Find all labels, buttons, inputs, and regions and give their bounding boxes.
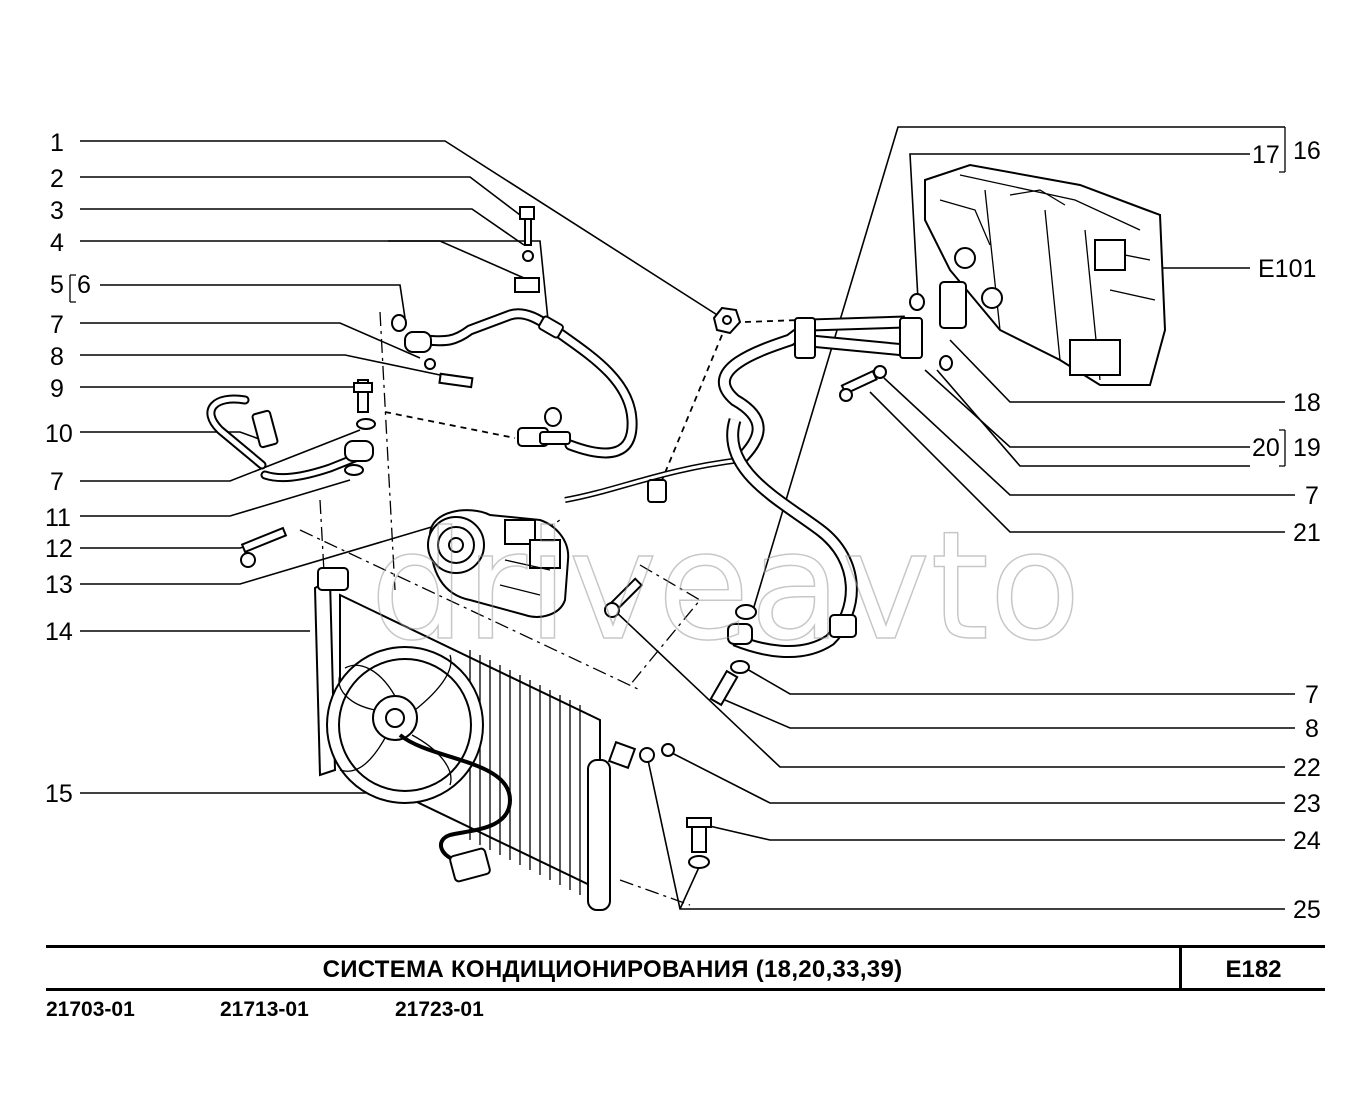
leader-lines [80, 126, 1295, 910]
model-code-3: 21723-01 [395, 998, 484, 1021]
callout-12: 12 [45, 535, 73, 563]
right-hose-assembly [604, 293, 953, 707]
right-callouts: 17 16 E101 18 20 19 7 21 7 8 22 23 24 25 [1252, 137, 1321, 924]
callout-21: 21 [1293, 519, 1321, 547]
evaporator-unit [924, 163, 1167, 386]
page-title: СИСТЕМА КОНДИЦИОНИРОВАНИЯ (18,20,33,39) [322, 956, 903, 983]
bracket-17-16 [1279, 127, 1286, 173]
callout-13: 13 [45, 571, 73, 599]
title-divider [1179, 948, 1182, 988]
model-code-2: 21713-01 [220, 998, 309, 1021]
callout-16: 16 [1293, 137, 1321, 165]
callout-7c: 7 [1305, 482, 1319, 510]
callout-1: 1 [50, 129, 64, 157]
fan-blades [338, 654, 452, 786]
left-callouts: 1 2 3 4 5 6 7 8 9 10 7 11 12 13 14 15 [45, 129, 91, 808]
callout-9: 9 [50, 375, 64, 403]
callout-18: 18 [1293, 389, 1321, 417]
callout-7d: 7 [1305, 681, 1319, 709]
bracket-20-19 [1279, 429, 1286, 467]
callout-5: 5 [50, 271, 64, 299]
callout-11: 11 [45, 504, 71, 532]
callout-14: 14 [45, 618, 73, 646]
title-block: СИСТЕМА КОНДИЦИОНИРОВАНИЯ (18,20,33,39) … [46, 945, 1325, 991]
callout-6: 6 [77, 271, 91, 299]
condenser-with-fan [313, 567, 712, 911]
callout-24: 24 [1293, 827, 1321, 855]
callout-8b: 8 [1305, 715, 1319, 743]
model-code-1: 21703-01 [46, 998, 135, 1021]
callout-2: 2 [50, 165, 64, 193]
callout-17: 17 [1252, 141, 1280, 169]
callout-7b: 7 [50, 468, 64, 496]
callout-8: 8 [50, 343, 64, 371]
callout-3: 3 [50, 197, 64, 225]
callout-10: 10 [45, 420, 73, 448]
callout-19: 19 [1293, 434, 1321, 462]
compressor [427, 457, 741, 618]
callout-25: 25 [1293, 896, 1321, 924]
callout-e101: E101 [1258, 255, 1316, 283]
callout-7a: 7 [50, 311, 64, 339]
callout-4: 4 [50, 229, 64, 257]
watermark: driveavto [370, 500, 1081, 674]
bracket-5-6 [69, 274, 76, 303]
callout-22: 22 [1293, 754, 1321, 782]
page-code: E182 [1225, 956, 1282, 983]
callout-15: 15 [45, 780, 73, 808]
callout-23: 23 [1293, 790, 1321, 818]
callout-20: 20 [1252, 434, 1280, 462]
left-hose-assembly [206, 206, 638, 568]
